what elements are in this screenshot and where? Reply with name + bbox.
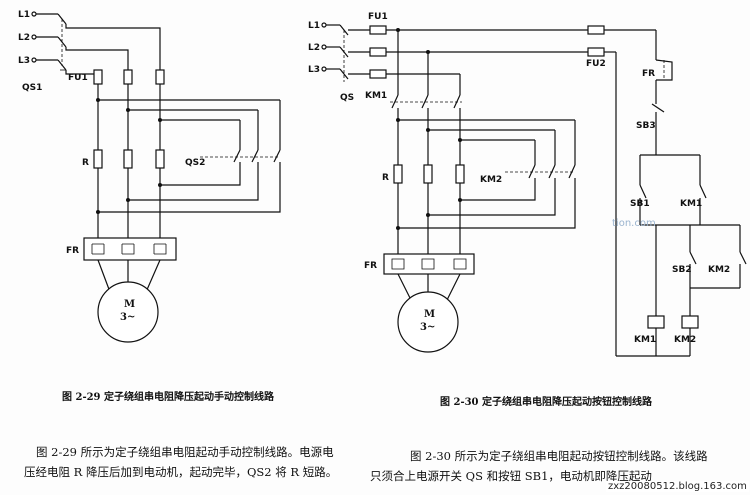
fig30-motor-m: M bbox=[424, 309, 435, 320]
fig30-coil-km2-label: KM2 bbox=[674, 335, 696, 345]
fig30-caption: 图 2-30 定子绕组串电阻降压起动按钮控制线路 bbox=[440, 397, 652, 408]
fig30-l1-label: L1 bbox=[308, 21, 320, 31]
fig29-qs2-label: QS2 bbox=[185, 158, 205, 168]
fig30-sb2-label: SB2 bbox=[672, 265, 692, 275]
watermark: zxz20080512.blog.163.com bbox=[606, 481, 749, 492]
text-right-line1: 图 2-30 所示为定子绕组串电阻起动按钮控制线路。该线路 bbox=[410, 449, 708, 463]
fig30-fu2-label: FU2 bbox=[586, 59, 606, 69]
text-left-line2: 压经电阻 R 降压后加到电动机，起动完毕，QS2 将 R 短路。 bbox=[24, 465, 338, 479]
fig29-fu1-label: FU1 bbox=[68, 73, 88, 83]
fig29-diagram: L1 L2 L3 QS1 FU1 bbox=[18, 10, 281, 343]
fig30-km2-label: KM2 bbox=[480, 175, 502, 185]
fig30-diagram: L1 L2 L3 QS FU1 FU2 bbox=[308, 12, 747, 357]
fig30-ctrl-fr-label: FR bbox=[642, 69, 655, 79]
fig29-motor-m: M bbox=[124, 299, 135, 310]
fig29-motor-phase: 3~ bbox=[120, 312, 135, 323]
fig29-l3-label: L3 bbox=[18, 56, 30, 66]
fig30-l3-label: L3 bbox=[308, 65, 320, 75]
fig30-km2-aux-label: KM2 bbox=[708, 265, 730, 275]
fig29-caption: 图 2-29 定子绕组串电阻降压起动手动控制线路 bbox=[62, 392, 274, 403]
fig29-qs1-label: QS1 bbox=[22, 83, 42, 93]
fig30-fr-label: FR bbox=[364, 261, 377, 271]
fig30-km1-label: KM1 bbox=[365, 91, 387, 101]
fig29-fr-label: FR bbox=[66, 246, 79, 256]
fig30-coil-km1-label: KM1 bbox=[634, 335, 656, 345]
fig30-motor-phase: 3~ bbox=[420, 322, 435, 333]
text-left-line1: 图 2-29 所示为定子绕组串电阻起动手动控制线路。电源电 bbox=[36, 445, 334, 459]
watermark-faint: tion.com bbox=[612, 218, 656, 229]
fig30-r-label: R bbox=[382, 173, 389, 183]
fig29-l1-label: L1 bbox=[18, 10, 30, 20]
fig30-fu1-label: FU1 bbox=[368, 12, 388, 22]
fig29-l2-label: L2 bbox=[18, 33, 30, 43]
fig30-km1-aux-label: KM1 bbox=[680, 199, 702, 209]
text-right-line2: 只须合上电源开关 QS 和按钮 SB1，电动机即降压起动 bbox=[370, 469, 652, 483]
fig29-r-label: R bbox=[82, 158, 89, 168]
fig30-l2-label: L2 bbox=[308, 43, 320, 53]
fig30-sb3-label: SB3 bbox=[636, 121, 656, 131]
fig30-qs-label: QS bbox=[340, 93, 354, 103]
